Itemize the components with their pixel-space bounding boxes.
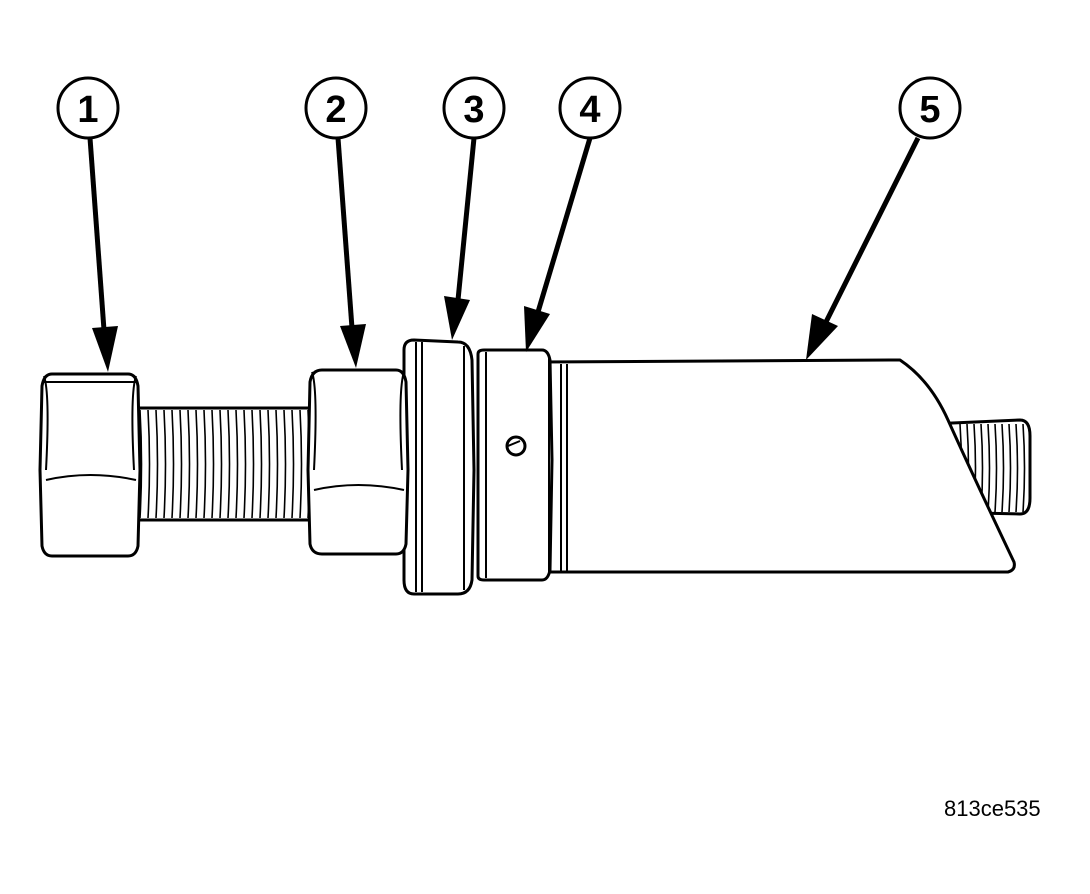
thread-line (1015, 423, 1019, 513)
thread-line (179, 409, 183, 519)
arrowhead-1 (92, 326, 118, 372)
thread-line (203, 409, 207, 519)
callout-4: 4 (558, 76, 622, 140)
thread-line (211, 409, 215, 519)
callout-1: 1 (56, 76, 120, 140)
arrowhead-5 (806, 314, 838, 360)
leader-line-2 (335, 137, 355, 329)
callout-number: 3 (463, 89, 484, 131)
forcing-screw-hex-head (38, 372, 142, 558)
callout-2: 2 (304, 76, 368, 140)
collar (476, 348, 554, 582)
callout-5: 5 (898, 76, 962, 140)
washer (402, 338, 476, 596)
thread-line (227, 409, 231, 519)
thread-line (259, 409, 263, 519)
thread-line (235, 409, 239, 519)
leader-line-5 (823, 136, 921, 324)
callout-number: 5 (919, 89, 940, 131)
threaded-rod (130, 406, 314, 522)
thread-line (163, 409, 167, 519)
thread-line (299, 409, 303, 519)
callout-number: 4 (579, 89, 600, 131)
thread-line (275, 409, 279, 519)
thread-line (267, 409, 271, 519)
thread-line (251, 409, 255, 519)
thread-line (219, 409, 223, 519)
leader-line-1 (87, 137, 107, 331)
thread-line (1022, 423, 1026, 513)
callout-3: 3 (442, 76, 506, 140)
thread-line (155, 409, 159, 519)
thread-line (1001, 423, 1005, 513)
thread-line (291, 409, 295, 519)
thread-line (195, 409, 199, 519)
leader-line-3 (455, 137, 477, 301)
callout-number: 2 (325, 89, 346, 131)
thread-line (243, 409, 247, 519)
callout-number: 1 (77, 89, 98, 131)
hex-nut (306, 368, 410, 556)
collar-hole (505, 435, 527, 457)
thread-line (187, 409, 191, 519)
callout-leaders (87, 136, 921, 372)
leader-line-4 (535, 137, 593, 313)
thread-line (987, 423, 991, 513)
thread-line (147, 409, 151, 519)
arrowhead-3 (444, 296, 470, 340)
thread-line (994, 423, 998, 513)
body-sleeve (538, 358, 1016, 574)
figure-id-label: 813ce535 (944, 796, 1041, 821)
thread-line (139, 409, 143, 519)
thread-line (1008, 423, 1012, 513)
thread-line (283, 409, 287, 519)
thread-line (171, 409, 175, 519)
arrowhead-4 (524, 306, 550, 352)
arrowhead-2 (340, 324, 366, 368)
